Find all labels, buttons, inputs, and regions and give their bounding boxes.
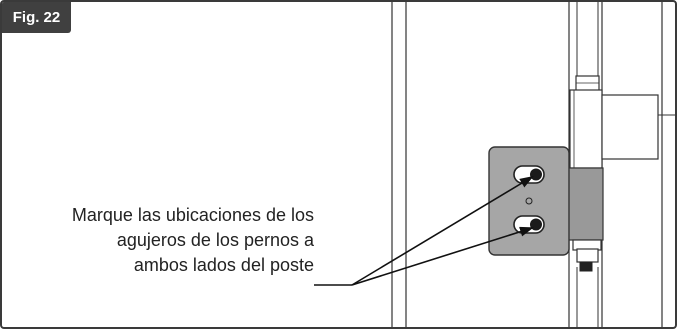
hinge-arm (601, 94, 659, 160)
callout-line-1: Marque las ubicaciones de los (71, 205, 314, 225)
hinge-body (569, 89, 603, 169)
top-nut (575, 75, 600, 92)
arrow-to-lower-hole (351, 226, 534, 286)
arrow-to-upper-hole (351, 175, 534, 286)
callout-line-3: ambos lados del poste (133, 255, 314, 275)
center-mark (525, 197, 533, 205)
upper-bolt-hole (530, 168, 542, 181)
figure-label: Fig. 22 (2, 2, 71, 33)
bolt-thread (579, 261, 593, 272)
post-bracket (566, 167, 604, 241)
callout-text: Marque las ubicaciones de los agujeros d… (2, 203, 314, 278)
mounting-plate (488, 146, 570, 256)
lower-nut (576, 248, 599, 263)
callout-line-2: agujeros de los pernos a (116, 230, 314, 250)
